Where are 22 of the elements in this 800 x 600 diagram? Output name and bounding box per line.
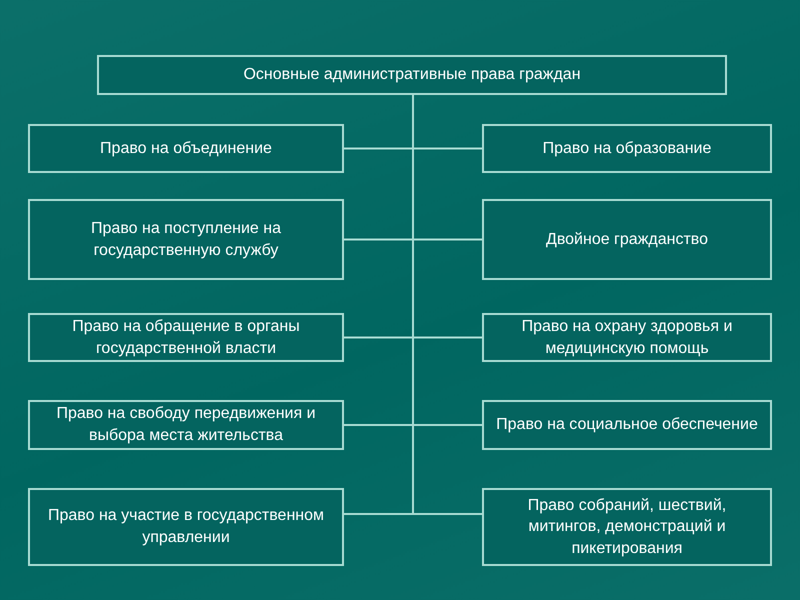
box-text: Право на объединение — [100, 138, 272, 159]
box-text: Двойное гражданство — [546, 230, 708, 250]
rights-box — [28, 313, 344, 362]
rights-box — [28, 124, 344, 173]
box-text: Право на свободу передвижения и выбора места жительства — [55, 404, 317, 446]
box-text: Право собраний, шествий, митингов, демонстраций и пикетирования — [526, 496, 728, 559]
box-text: Право на участие в государственном управлении — [46, 506, 326, 548]
rights-box — [482, 488, 772, 566]
rights-box — [482, 400, 772, 450]
box-text: Право на образование — [542, 138, 712, 159]
rights-box — [28, 400, 344, 450]
box-text: Право на поступление на государственную службу — [90, 218, 282, 260]
rights-box — [482, 124, 772, 173]
box-text: Право на социальное обеспечение — [496, 415, 758, 436]
rights-box — [28, 488, 344, 566]
box-text: Право на охрану здоровья и медицинскую помощь — [520, 316, 734, 358]
rights-box — [482, 313, 772, 362]
box-text: Право на обращение в органы государственной власти — [71, 316, 301, 358]
rights-box — [482, 199, 772, 280]
rights-box — [28, 199, 344, 280]
title-box — [97, 55, 727, 95]
box-text: Основные административные права граждан — [243, 65, 581, 86]
